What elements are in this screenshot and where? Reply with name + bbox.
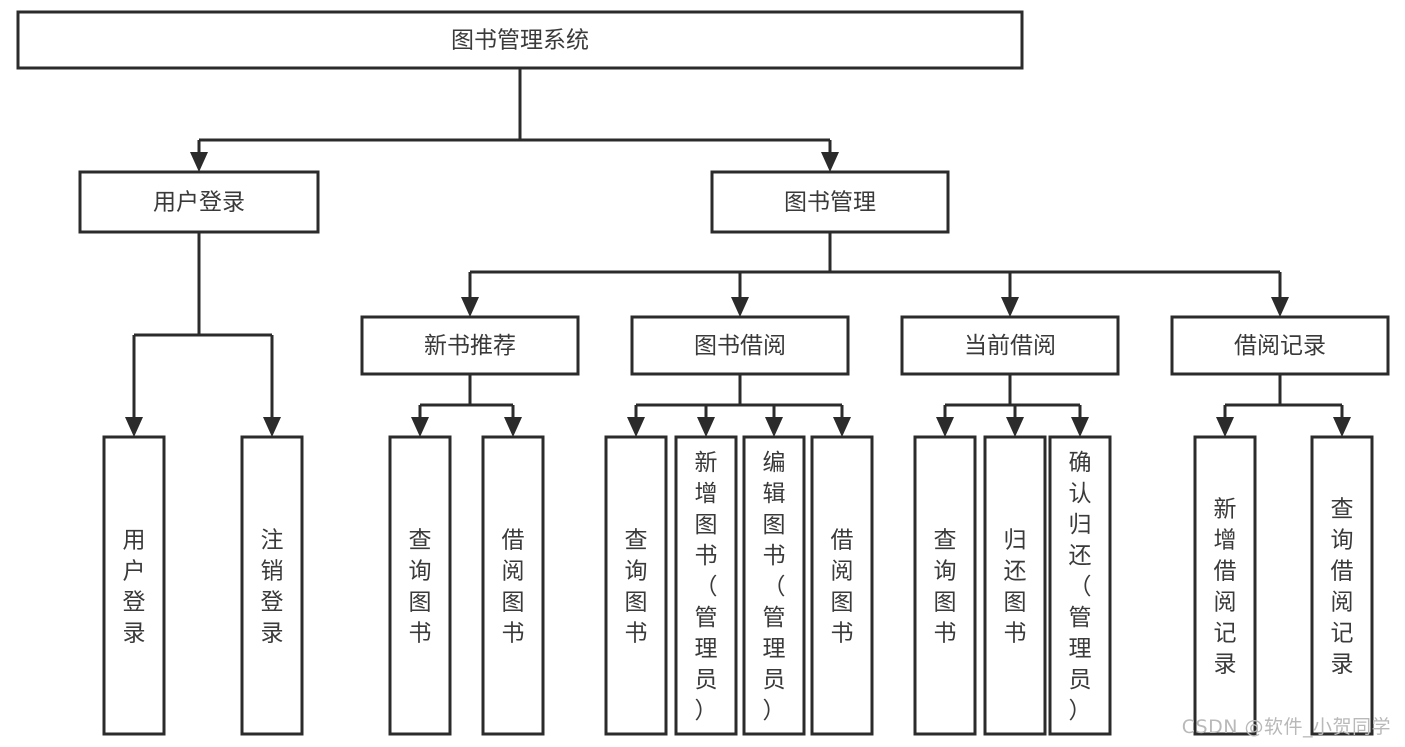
arrow-head-icon (190, 152, 208, 172)
arrow-head-icon (731, 297, 749, 317)
leaf-logout-box[interactable] (240, 435, 304, 736)
leaf-query-book-3[interactable]: 查询图书 (913, 435, 977, 736)
leaf-add-book-admin[interactable]: 新增图书（管理员） (674, 435, 738, 736)
arrow-head-icon (627, 417, 645, 437)
leaf-logout[interactable]: 注销登录 (240, 435, 304, 736)
leaf-borrow-book-1[interactable]: 借阅图书 (481, 435, 545, 736)
leaf-borrow-book-1-label: 借阅图书 (502, 528, 525, 647)
leaf-edit-book-admin-label: 编辑图书（管理员） (763, 450, 786, 724)
leaf-borrow-book-2-box[interactable] (810, 435, 874, 736)
arrow-head-icon (697, 417, 715, 437)
leaf-query-book-3-label: 查询图书 (934, 528, 957, 647)
leaf-add-book-admin-box[interactable] (674, 435, 738, 736)
leaf-query-book-2-label: 查询图书 (625, 528, 648, 647)
leaf-query-book-1-box[interactable] (388, 435, 452, 736)
node-book-management-label: 图书管理 (784, 190, 876, 216)
arrow-head-icon (1333, 417, 1351, 437)
node-new-book-recommend-box[interactable] (360, 315, 580, 376)
leaf-user-login[interactable]: 用户登录 (102, 435, 166, 736)
node-root-label: 图书管理系统 (451, 28, 589, 54)
node-root[interactable]: 图书管理系统 (16, 10, 1024, 70)
leaf-query-book-2-box[interactable] (604, 435, 668, 736)
leaf-return-book-label: 归还图书 (1004, 528, 1027, 647)
node-user-login-label: 用户登录 (153, 190, 245, 216)
arrow-head-icon (1006, 417, 1024, 437)
node-new-book-recommend[interactable]: 新书推荐 (360, 315, 580, 376)
leaf-query-book-2[interactable]: 查询图书 (604, 435, 668, 736)
node-current-borrow-box[interactable] (900, 315, 1120, 376)
leaf-borrow-book-2[interactable]: 借阅图书 (810, 435, 874, 736)
leaf-confirm-return-admin-label: 确认归还（管理员） (1069, 450, 1092, 724)
leaf-add-book-admin-label: 新增图书（管理员） (695, 450, 718, 724)
node-new-book-recommend-label: 新书推荐 (424, 333, 516, 359)
node-book-borrow[interactable]: 图书借阅 (630, 315, 850, 376)
node-borrow-record[interactable]: 借阅记录 (1170, 315, 1390, 376)
leaf-borrow-book-2-label: 借阅图书 (831, 528, 854, 647)
node-book-borrow-box[interactable] (630, 315, 850, 376)
arrow-head-icon (821, 152, 839, 172)
node-book-borrow-label: 图书借阅 (694, 333, 786, 359)
node-borrow-record-label: 借阅记录 (1234, 333, 1326, 359)
leaf-user-login-box[interactable] (102, 435, 166, 736)
leaf-query-book-1[interactable]: 查询图书 (388, 435, 452, 736)
arrow-head-icon (504, 417, 522, 437)
leaf-confirm-return-admin-box[interactable] (1048, 435, 1112, 736)
leaf-add-borrow-record-label: 新增借阅记录 (1214, 497, 1237, 678)
arrow-head-icon (125, 417, 143, 437)
arrow-head-icon (461, 297, 479, 317)
node-borrow-record-box[interactable] (1170, 315, 1390, 376)
leaf-query-borrow-record-label: 查询借阅记录 (1331, 497, 1354, 678)
leaf-edit-book-admin[interactable]: 编辑图书（管理员） (742, 435, 806, 736)
arrow-head-icon (263, 417, 281, 437)
connector-layer (125, 68, 1351, 437)
node-user-login[interactable]: 用户登录 (78, 170, 320, 234)
node-current-borrow[interactable]: 当前借阅 (900, 315, 1120, 376)
leaf-add-borrow-record[interactable]: 新增借阅记录 (1193, 435, 1257, 736)
node-root-box[interactable] (16, 10, 1024, 70)
leaf-query-book-3-box[interactable] (913, 435, 977, 736)
arrow-head-icon (1271, 297, 1289, 317)
leaf-logout-label: 注销登录 (261, 528, 284, 647)
node-user-login-box[interactable] (78, 170, 320, 234)
leaf-query-borrow-record-box[interactable] (1310, 435, 1374, 736)
arrow-head-icon (833, 417, 851, 437)
leaf-query-borrow-record[interactable]: 查询借阅记录 (1310, 435, 1374, 736)
leaf-query-book-1-label: 查询图书 (409, 528, 432, 647)
leaf-confirm-return-admin[interactable]: 确认归还（管理员） (1048, 435, 1112, 736)
arrow-head-icon (1071, 417, 1089, 437)
arrow-head-icon (411, 417, 429, 437)
leaf-borrow-book-1-box[interactable] (481, 435, 545, 736)
node-book-management-box[interactable] (710, 170, 950, 234)
leaf-edit-book-admin-box[interactable] (742, 435, 806, 736)
arrow-head-icon (936, 417, 954, 437)
node-layer: 图书管理系统用户登录图书管理新书推荐图书借阅当前借阅借阅记录用户登录注销登录查询… (16, 10, 1390, 736)
leaf-return-book-box[interactable] (983, 435, 1047, 736)
arrow-head-icon (765, 417, 783, 437)
arrow-head-icon (1216, 417, 1234, 437)
arrow-head-icon (1001, 297, 1019, 317)
leaf-user-login-label: 用户登录 (123, 528, 146, 647)
node-book-management[interactable]: 图书管理 (710, 170, 950, 234)
node-current-borrow-label: 当前借阅 (964, 333, 1056, 359)
leaf-add-borrow-record-box[interactable] (1193, 435, 1257, 736)
leaf-return-book[interactable]: 归还图书 (983, 435, 1047, 736)
